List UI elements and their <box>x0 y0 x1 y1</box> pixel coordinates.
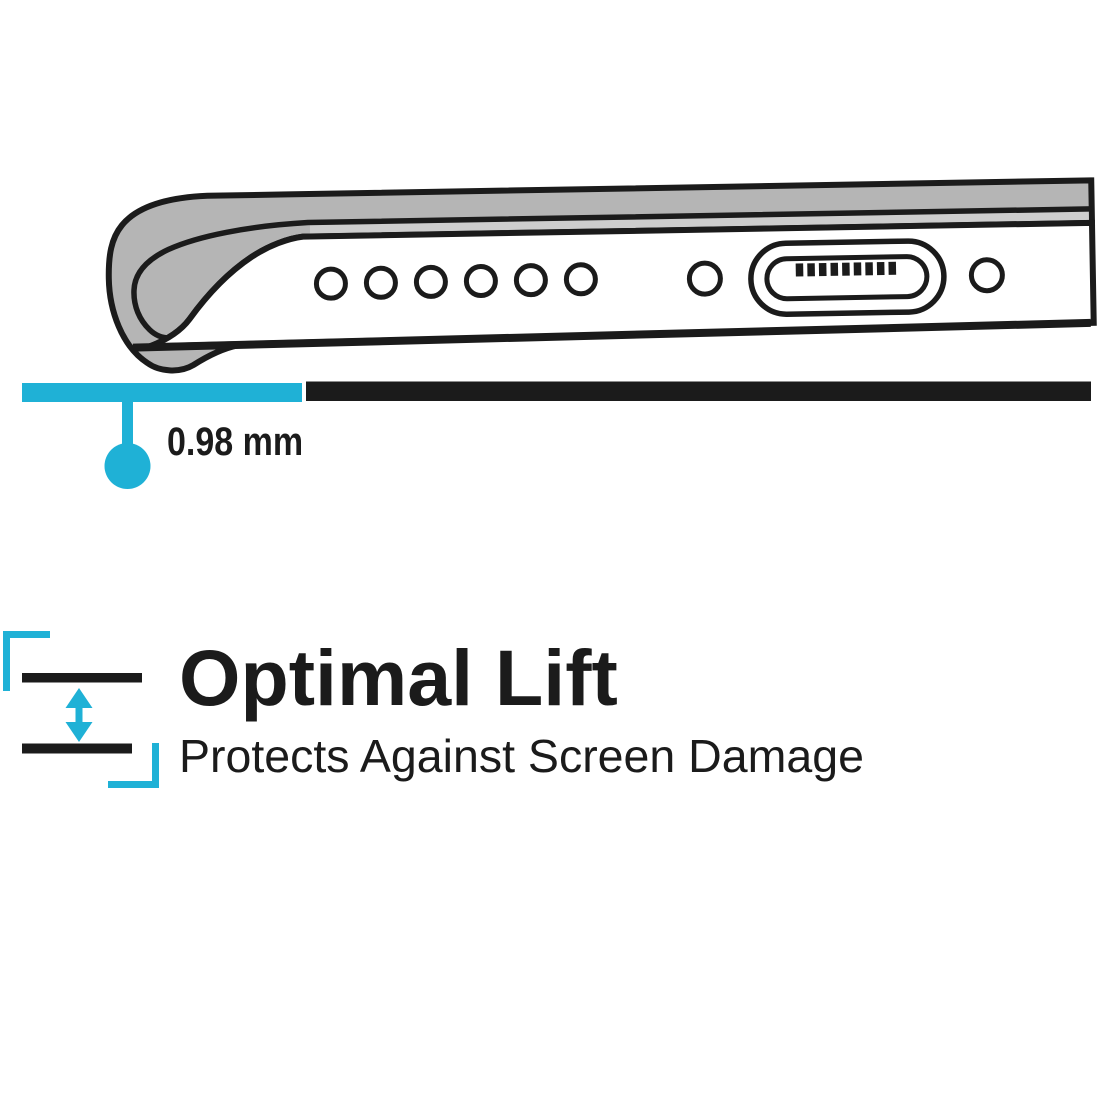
port-pin <box>795 263 804 277</box>
screw-hole-right <box>968 257 1005 294</box>
speaker-hole <box>413 264 448 299</box>
feature-subtitle: Protects Against Screen Damage <box>179 730 864 782</box>
case-gap-strip <box>309 211 1089 234</box>
optimal-lift-icon <box>3 631 159 788</box>
speaker-hole <box>313 266 348 301</box>
case-inner-line <box>131 206 1092 341</box>
bracket-top-left <box>3 631 50 691</box>
lift-measurement-label: 0.98 mm <box>167 420 304 464</box>
measure-pointer-dot <box>104 443 151 489</box>
lift-measure-bar-accent <box>22 383 302 402</box>
port-pin <box>818 263 827 277</box>
speaker-holes <box>313 262 598 301</box>
charging-port-inner <box>764 254 930 302</box>
icon-bottom-bar <box>22 743 132 754</box>
screw-hole-left <box>686 260 723 297</box>
speaker-hole <box>563 262 598 297</box>
phone-with-case <box>105 177 1097 374</box>
icon-top-bar <box>22 673 142 683</box>
charging-port-pins <box>795 261 897 277</box>
feature-title: Optimal Lift <box>179 633 618 722</box>
screen-plane-line <box>132 318 1091 352</box>
speaker-hole <box>513 263 548 298</box>
double-arrow-icon <box>65 688 93 742</box>
measure-pointer-stem <box>122 395 133 452</box>
phone-case-cross-section-diagram <box>22 177 1097 489</box>
port-pin <box>853 262 862 276</box>
speaker-hole <box>463 264 498 299</box>
port-pin <box>842 262 850 276</box>
port-pin <box>888 261 897 275</box>
port-pin <box>876 261 885 276</box>
port-pin <box>865 262 873 276</box>
bracket-bottom-right <box>108 743 159 788</box>
port-pin <box>830 262 839 276</box>
port-pin <box>807 263 815 277</box>
lift-measure-bar-dark <box>306 381 1091 401</box>
speaker-hole <box>363 265 398 300</box>
